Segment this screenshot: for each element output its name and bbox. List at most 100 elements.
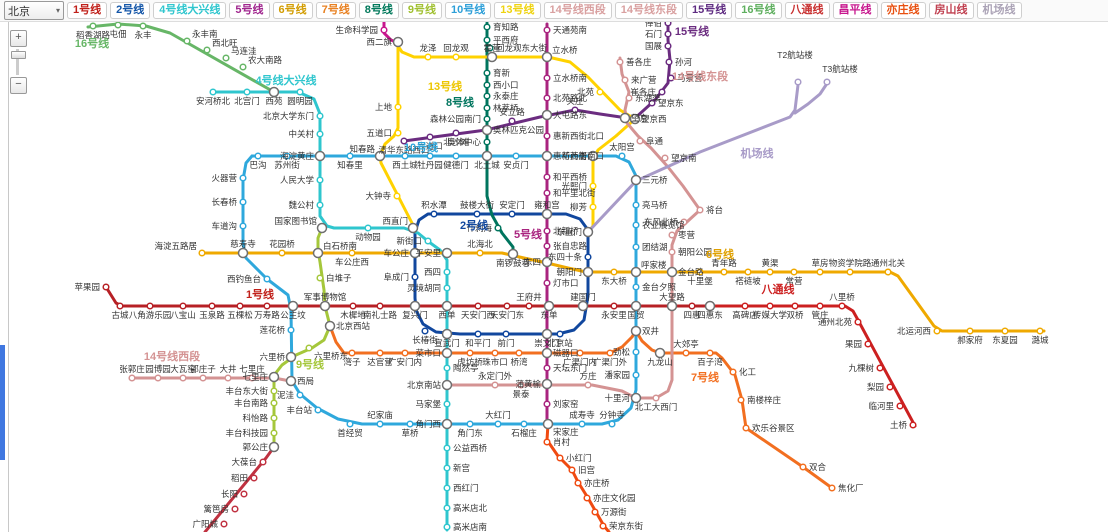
station-dot-潘家园[interactable] [632, 371, 640, 379]
station-dot-大望路[interactable] [666, 300, 678, 312]
station-dot-六里桥[interactable] [285, 351, 297, 363]
station-dot-蒲黄榆[interactable] [541, 378, 553, 390]
station-dot-五道口[interactable] [394, 129, 402, 137]
station-dot-东单[interactable] [543, 300, 555, 312]
station-dot-国家图书馆[interactable] [316, 222, 328, 234]
station-dot-梨园[interactable] [886, 383, 894, 391]
station-dot-北京南站[interactable] [441, 379, 453, 391]
station-dot-惠新西街北口[interactable] [543, 132, 551, 140]
station-dot-东夏园[interactable] [1001, 327, 1009, 335]
station-dot-西直门[interactable] [407, 222, 419, 234]
station-dot-北海北[interactable] [476, 249, 484, 257]
station-dot-团结湖[interactable] [632, 243, 640, 251]
station-dot-北京西站[interactable] [324, 320, 336, 332]
station-dot-三元桥[interactable] [630, 174, 642, 186]
line-button-八通线[interactable]: 八通线 [784, 2, 830, 19]
station-dot-什刹海[interactable] [494, 224, 502, 232]
station-dot-和平里北街[interactable] [543, 189, 551, 197]
station-dot-公益西桥[interactable] [443, 444, 451, 452]
station-dot-和平西桥[interactable] [543, 173, 551, 181]
station-dot-张郭庄[interactable] [128, 374, 136, 382]
station-dot-永定门外[interactable] [491, 381, 499, 389]
station-dot-立水桥[interactable] [541, 51, 553, 63]
station-dot-西钓鱼台[interactable] [263, 275, 271, 283]
station-dot-果园[interactable] [864, 340, 872, 348]
station-dot-龙泽[interactable] [424, 53, 432, 61]
station-dot-通州北关[interactable] [884, 268, 892, 276]
station-dot-林萃桥[interactable] [483, 104, 491, 112]
station-dot-车道沟[interactable] [239, 222, 247, 230]
station-dot-国展[interactable] [664, 42, 672, 50]
station-dot-草房[interactable] [816, 268, 824, 276]
station-dot-金台夕照[interactable] [632, 283, 640, 291]
station-dot-八里桥[interactable] [838, 302, 846, 310]
station-dot-七里庄[interactable] [268, 371, 280, 383]
station-dot-前门[interactable] [502, 330, 510, 338]
station-dot-西四[interactable] [443, 268, 451, 276]
zoom-in-button[interactable]: + [10, 30, 27, 47]
station-dot-郝家府[interactable] [966, 327, 974, 335]
station-dot-角门东[interactable] [466, 420, 474, 428]
station-dot-虎坊桥[interactable] [466, 349, 474, 357]
station-dot-化工[interactable] [729, 368, 737, 376]
station-dot-莲花桥[interactable] [287, 326, 295, 334]
station-dot-常营[interactable] [790, 268, 798, 276]
line-button-14号线东段[interactable]: 14号线东段 [614, 2, 683, 19]
zoom-out-button[interactable]: − [10, 77, 27, 94]
station-dot-北京大学东门[interactable] [316, 112, 324, 120]
station-dot-高米店南[interactable] [443, 523, 451, 531]
station-dot-天安门东[interactable] [503, 302, 511, 310]
station-dot-孙河[interactable] [665, 58, 673, 66]
station-dot-物资学院路[interactable] [846, 268, 854, 276]
station-dot-奥体中心[interactable] [483, 138, 491, 146]
station-dot-森林公园南门[interactable] [483, 115, 491, 123]
station-dot-国贸[interactable] [630, 300, 642, 312]
station-dot-知春路[interactable] [374, 150, 386, 162]
station-dot-T3航站楼[interactable] [823, 78, 831, 86]
station-dot-东直门[interactable] [582, 226, 594, 238]
station-dot-灵境胡同[interactable] [443, 284, 451, 292]
line-button-8号线[interactable]: 8号线 [358, 2, 399, 19]
station-dot-东四十条[interactable] [584, 253, 592, 261]
station-dot-建国门[interactable] [577, 300, 589, 312]
station-dot-西小口[interactable] [483, 81, 491, 89]
station-dot-南锣鼓巷[interactable] [507, 248, 519, 260]
station-dot-白石桥南[interactable] [312, 247, 324, 259]
station-dot-北土城[interactable] [481, 150, 493, 162]
zoom-slider-handle[interactable] [11, 51, 26, 59]
station-dot-积水潭[interactable] [430, 210, 438, 218]
station-dot-朝阳公园[interactable] [668, 248, 676, 256]
station-dot-北宫门[interactable] [243, 88, 251, 96]
station-dot-魏公村[interactable] [316, 201, 324, 209]
station-dot-成寿寺[interactable] [578, 420, 586, 428]
station-dot-科怡路[interactable] [270, 414, 278, 422]
station-dot-大屯路东[interactable] [541, 109, 553, 121]
station-dot-望京[interactable] [619, 112, 631, 124]
line-button-14号线西段[interactable]: 14号线西段 [543, 2, 612, 19]
station-dot-安贞门[interactable] [512, 152, 520, 160]
station-dot-十里堡[interactable] [696, 268, 704, 276]
station-dot-天坛东门[interactable] [543, 364, 551, 372]
station-dot-古城[interactable] [116, 302, 124, 310]
station-dot-呼家楼[interactable] [630, 266, 642, 278]
station-dot-安河桥北[interactable] [209, 88, 217, 96]
line-button-房山线[interactable]: 房山线 [928, 2, 974, 19]
station-dot-菜市口[interactable] [441, 347, 453, 359]
station-dot-俸伯[interactable] [664, 22, 672, 27]
station-dot-宣武门[interactable] [441, 328, 453, 340]
station-dot-慈寿寺[interactable] [237, 247, 249, 259]
station-dot-通州北苑[interactable] [854, 318, 862, 326]
station-dot-上地[interactable] [394, 103, 402, 111]
station-dot-望京南[interactable] [661, 154, 669, 162]
line-button-机场线[interactable]: 机场线 [976, 2, 1022, 19]
station-dot-土桥[interactable] [909, 421, 917, 429]
station-dot-小红门[interactable] [556, 454, 564, 462]
station-dot-南楼梓庄[interactable] [737, 396, 745, 404]
station-dot-南礼士路[interactable] [376, 302, 384, 310]
station-dot-巴沟[interactable] [254, 152, 262, 160]
station-dot-黄渠[interactable] [766, 268, 774, 276]
station-dot-褡裢坡[interactable] [744, 268, 752, 276]
station-dot-北沙滩[interactable] [452, 129, 460, 137]
station-dot-十里河[interactable] [630, 392, 642, 404]
station-dot-将台[interactable] [696, 206, 704, 214]
